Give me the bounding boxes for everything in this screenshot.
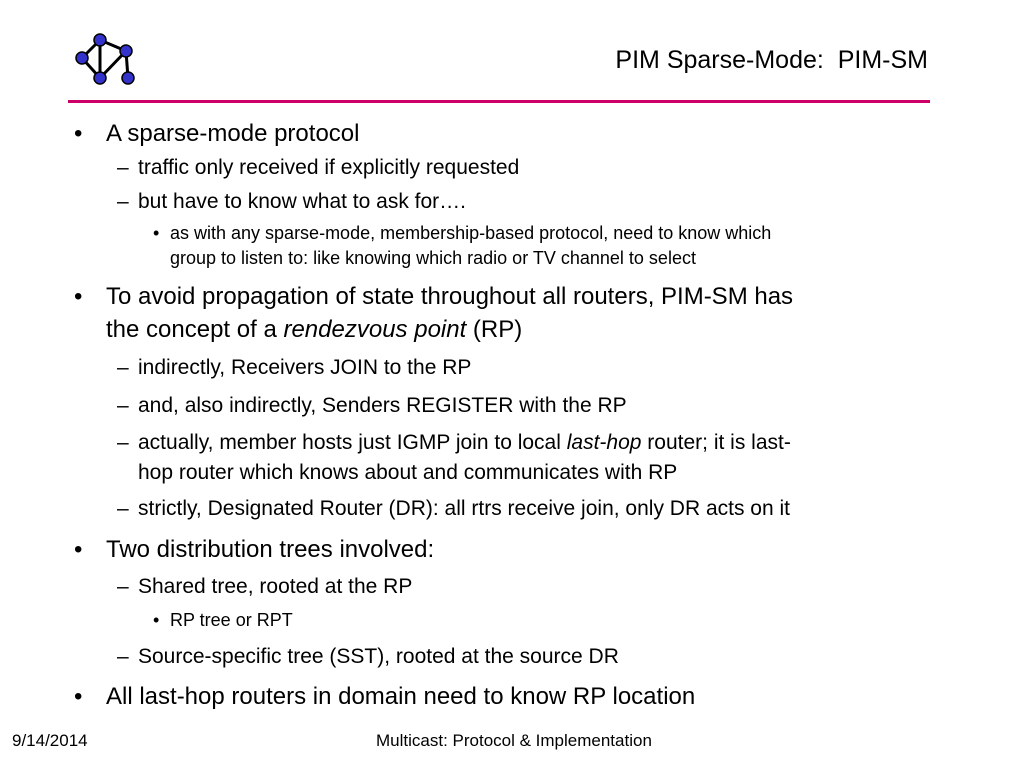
footer-title: Multicast: Protocol & Implementation bbox=[376, 731, 652, 750]
bullet-marker: • bbox=[74, 120, 83, 147]
bullet-marker: • bbox=[153, 610, 160, 630]
bullet-level3-text: RP tree or RPT bbox=[170, 610, 293, 630]
slide-title: PIM Sparse-Mode: PIM-SM bbox=[615, 46, 928, 74]
bullet-marker: – bbox=[117, 356, 129, 379]
bullet-level2-text: Shared tree, rooted at the RP bbox=[138, 575, 413, 598]
bullet-level2-text: strictly, Designated Router (DR): all rt… bbox=[138, 497, 790, 520]
bullet-marker: – bbox=[117, 156, 129, 179]
bullet-level1-text: To avoid propagation of state throughout… bbox=[106, 283, 794, 310]
bullet-level1-text: the concept of a rendezvous point (RP) bbox=[106, 316, 523, 343]
bullet-level2-text: actually, member hosts just IGMP join to… bbox=[138, 431, 791, 454]
bullet-level3-text: as with any sparse-mode, membership-base… bbox=[170, 223, 772, 243]
bullet-marker: – bbox=[117, 431, 129, 454]
bullet-marker: • bbox=[74, 683, 83, 710]
bullet-marker: • bbox=[74, 283, 83, 310]
bullet-marker: • bbox=[153, 223, 160, 243]
bullet-level2-text: hop router which knows about and communi… bbox=[138, 461, 678, 484]
title-divider bbox=[68, 100, 930, 103]
bullet-marker: • bbox=[74, 536, 83, 563]
bullet-level2-text: indirectly, Receivers JOIN to the RP bbox=[138, 356, 472, 379]
bullet-marker: – bbox=[117, 497, 129, 520]
bullet-marker: – bbox=[117, 190, 129, 213]
bullet-level3-text: group to listen to: like knowing which r… bbox=[170, 248, 696, 268]
footer-date: 9/14/2014 bbox=[12, 731, 88, 750]
bullet-marker: – bbox=[117, 394, 129, 417]
bullet-level2-text: Source-specific tree (SST), rooted at th… bbox=[138, 645, 619, 668]
bullet-level2-text: traffic only received if explicitly requ… bbox=[138, 156, 520, 179]
bullet-marker: – bbox=[117, 575, 129, 598]
bullet-level1-text: A sparse-mode protocol bbox=[106, 120, 360, 147]
network-graph-icon bbox=[75, 33, 135, 85]
bullet-marker: – bbox=[117, 645, 129, 668]
bullet-level1-text: Two distribution trees involved: bbox=[106, 536, 435, 563]
emphasis-text: rendezvous point bbox=[283, 316, 467, 343]
bullet-level1-text: All last-hop routers in domain need to k… bbox=[106, 683, 696, 710]
bullet-level2-text: but have to know what to ask for…. bbox=[138, 190, 467, 213]
bullet-level2-text: and, also indirectly, Senders REGISTER w… bbox=[138, 394, 627, 417]
emphasis-text: last-hop bbox=[566, 431, 642, 454]
